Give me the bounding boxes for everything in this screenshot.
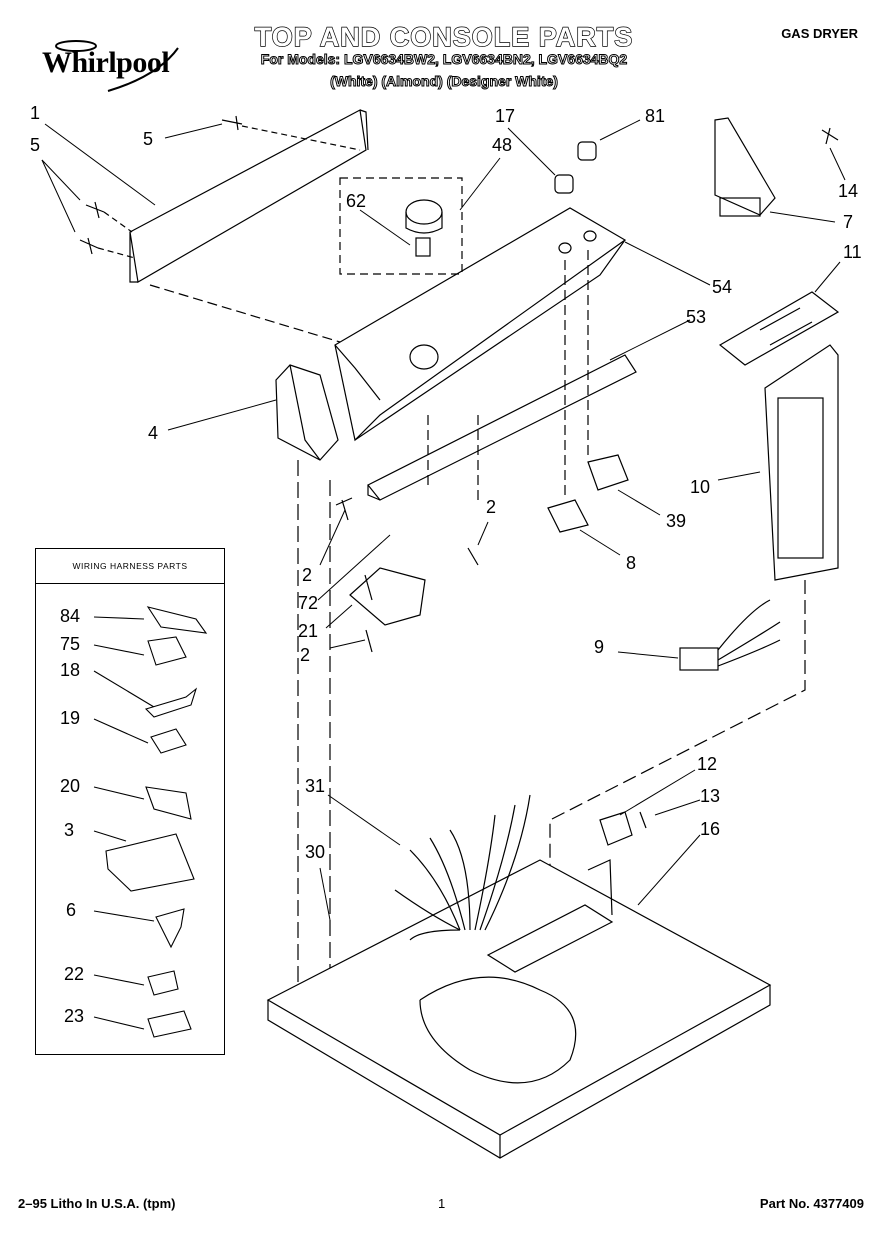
- harness-item-6: 6: [66, 900, 77, 920]
- end-cap-part: [275, 364, 339, 461]
- mounting-rail-part: [367, 354, 637, 501]
- harness-item-75: 75: [60, 634, 81, 654]
- callout-12: 12: [697, 754, 718, 774]
- harness-item-3: 3: [64, 820, 75, 840]
- small-knob-parts: [554, 141, 597, 194]
- callout-1: 1: [30, 103, 41, 123]
- callout-81: 81: [645, 106, 666, 126]
- harness-item-22: 22: [64, 964, 85, 984]
- callout-72: 72: [298, 593, 319, 613]
- callout-7: 7: [843, 212, 854, 232]
- harness-item-18: 18: [60, 660, 81, 680]
- top-cover-part: [266, 859, 772, 1159]
- rear-bracket-part: [129, 109, 369, 283]
- callout-48: 48: [492, 135, 513, 155]
- wiring-harness-parts-panel: WIRING HARNESS PARTS 84 75 18 19 20 3 6 …: [35, 548, 225, 1055]
- callout-leaders: [41, 119, 846, 921]
- logo-swoosh-icon: [55, 40, 179, 92]
- callout-14: 14: [838, 181, 859, 201]
- appliance-category: GAS DRYER: [781, 26, 858, 41]
- callout-53: 53: [686, 307, 707, 327]
- harness-item-23: 23: [64, 1006, 85, 1026]
- callout-17: 17: [495, 106, 516, 126]
- callout-8: 8: [626, 553, 637, 573]
- knob-part: [405, 199, 443, 257]
- footer-part-number: Part No. 4377409: [759, 1196, 864, 1211]
- callout-5-top: 5: [143, 129, 154, 149]
- timer-part: [349, 567, 426, 626]
- harness-item-84: 84: [60, 606, 81, 626]
- callout-9: 9: [594, 637, 605, 657]
- callout-31: 31: [305, 776, 326, 796]
- callout-62: 62: [346, 191, 367, 211]
- callout-13: 13: [700, 786, 721, 806]
- callout-2-mid: 2: [486, 497, 497, 517]
- clip-part: [599, 811, 647, 846]
- model-variants: (White) (Almond) (Designer White): [330, 73, 559, 90]
- top-panel-part: [718, 291, 840, 366]
- footer-litho: 2–95 Litho In U.S.A. (tpm): [18, 1196, 176, 1211]
- callout-30: 30: [305, 842, 326, 862]
- callout-39: 39: [666, 511, 687, 531]
- switch-parts: [547, 454, 629, 533]
- harness-panel-title: WIRING HARNESS PARTS: [36, 549, 224, 584]
- screw-parts: [79, 115, 243, 255]
- harness-item-20: 20: [60, 776, 81, 796]
- frame-part: [764, 344, 839, 581]
- callout-11: 11: [843, 242, 862, 262]
- callout-4: 4: [148, 423, 159, 443]
- callout-54: 54: [712, 277, 733, 297]
- harness-item-19: 19: [60, 708, 81, 728]
- harness-parts-drawings: [93, 606, 208, 1038]
- right-bracket-part: [714, 117, 839, 217]
- footer-page-number: 1: [438, 1196, 446, 1211]
- callout-5-left: 5: [30, 135, 41, 155]
- page-title: TOP AND CONSOLE PARTS: [254, 21, 634, 52]
- console-part: [334, 207, 627, 442]
- brand-logo: [38, 36, 188, 92]
- callout-10: 10: [690, 477, 711, 497]
- model-list: For Models: LGV6634BW2, LGV6634BN2, LGV6…: [260, 51, 628, 68]
- callout-16: 16: [700, 819, 721, 839]
- callout-2-left: 2: [302, 565, 313, 585]
- brand-wordmark: Whirlpool: [42, 46, 170, 79]
- callout-2-lower: 2: [300, 645, 311, 665]
- callout-21: 21: [298, 621, 319, 641]
- harness-plug-part: [679, 599, 781, 671]
- wiring-harness-part: [394, 794, 577, 1084]
